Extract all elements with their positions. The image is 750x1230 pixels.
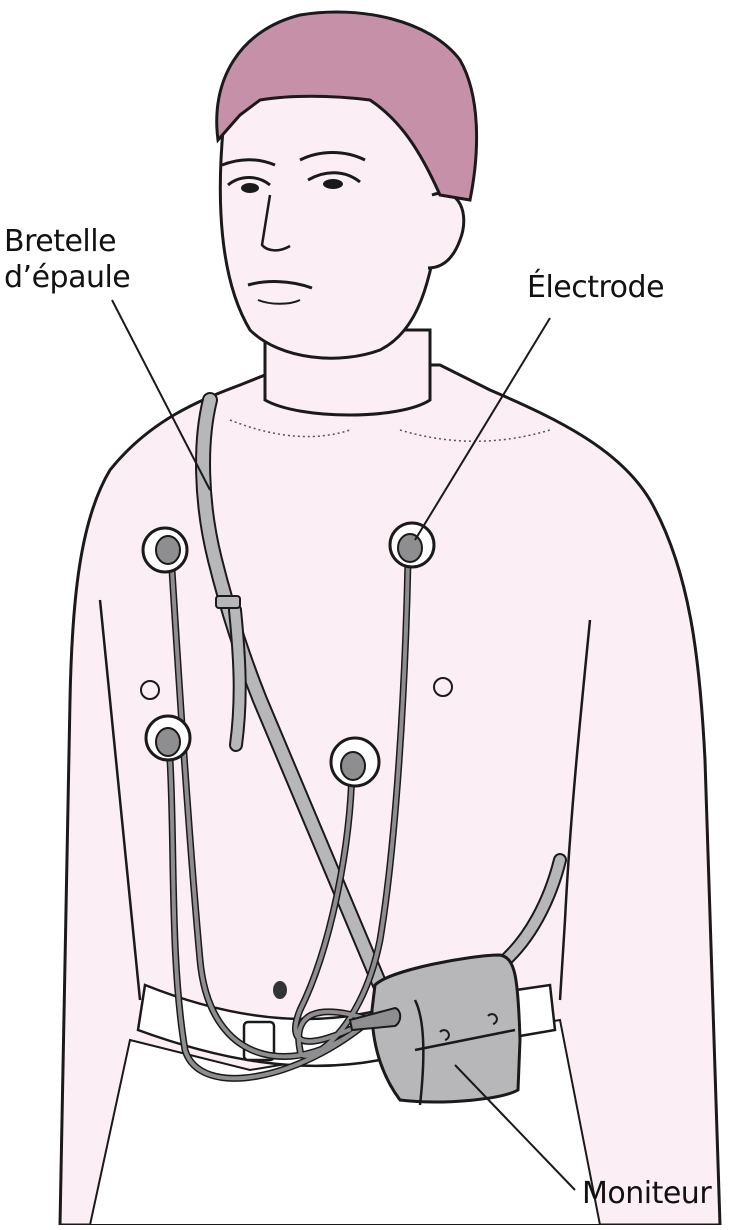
electrode-lower-right xyxy=(329,736,381,788)
leader-line-electrode xyxy=(414,317,551,541)
shoulder-strap xyxy=(195,392,567,993)
label-shoulder-strap-line1: Bretelle xyxy=(4,224,117,259)
leader-line-monitor xyxy=(454,1064,576,1191)
electrode-lower-left xyxy=(144,714,192,762)
electrodes xyxy=(141,521,436,788)
label-shoulder-strap-line2: d’épaule xyxy=(4,260,131,295)
label-monitor: Moniteur xyxy=(582,1176,712,1211)
head xyxy=(215,10,479,360)
electrode-upper-left xyxy=(141,526,189,574)
electrode-cables xyxy=(166,556,412,1082)
leader-lines xyxy=(111,299,576,1191)
label-electrode: Électrode xyxy=(527,270,665,305)
monitor-device xyxy=(348,953,522,1106)
label-shoulder-strap: Bretelle d’épaule xyxy=(4,224,131,296)
electrode-upper-right xyxy=(388,521,436,569)
leader-line-strap xyxy=(111,299,211,491)
